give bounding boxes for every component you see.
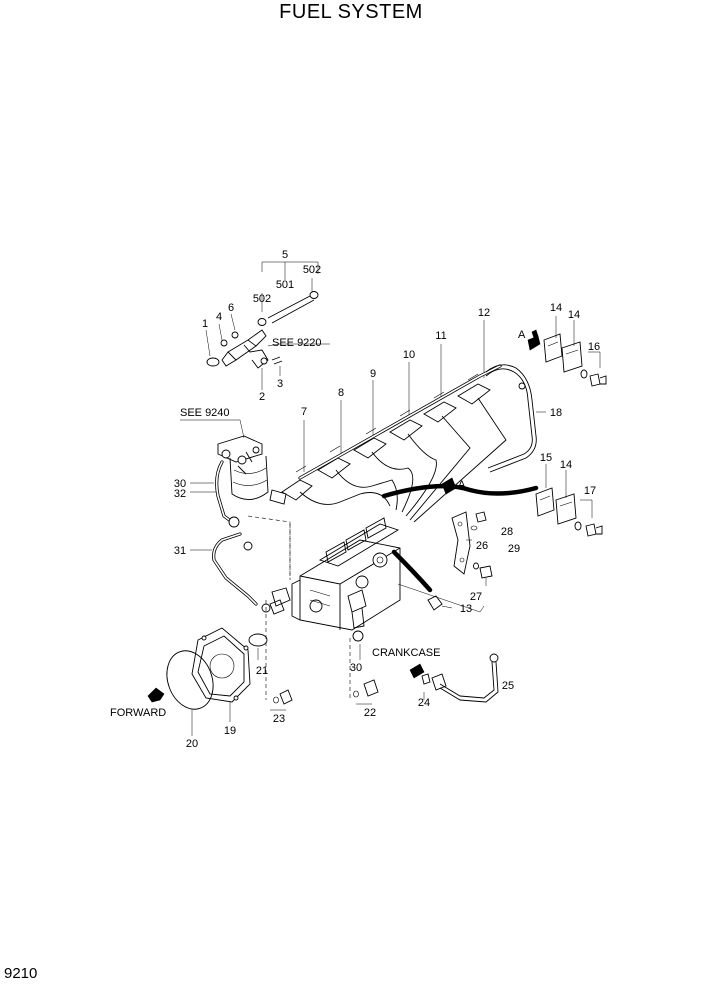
note-crankcase: CRANKCASE [372,647,440,659]
callout-26: 26 [476,540,488,552]
note-see-9220: SEE 9220 [272,337,322,349]
callout-501: 501 [276,279,294,291]
callout-14-top: 14 [550,302,562,314]
callout-28: 28 [501,526,513,538]
page-number: 9210 [4,965,38,982]
callout-29: 29 [508,543,520,555]
injector-group [205,313,330,390]
callout-15: 15 [540,452,552,464]
view-a-marker-side: A [458,479,466,491]
callout-6: 6 [228,302,234,314]
bracket-hose-group [381,477,539,593]
forward-arrow-icon [147,687,165,703]
return-line-18 [485,364,546,473]
callout-11: 11 [435,330,446,342]
view-a-marker-top: A [518,329,526,341]
injector-kit-group [257,261,319,326]
callout-502-right: 502 [303,264,321,276]
callout-3: 3 [277,378,283,390]
callout-27: 27 [470,591,482,603]
page-title: FUEL SYSTEM [279,1,423,23]
callout-32: 32 [174,488,186,500]
callout-13: 13 [460,603,472,615]
fittings-group [270,644,379,711]
callout-30-upper: 30 [174,478,186,490]
callout-22: 22 [364,707,376,719]
callout-30-lower: 30 [350,662,362,674]
callout-18: 18 [550,407,562,419]
note-forward: FORWARD [110,707,166,719]
callout-1: 1 [202,318,208,330]
callout-9: 9 [370,368,376,380]
callout-4: 4 [216,311,222,323]
callout-2: 2 [259,391,265,403]
callout-7: 7 [301,406,307,418]
cover-plate-group [166,627,268,736]
callout-25: 25 [502,680,514,692]
callout-17: 17 [584,485,596,497]
note-see-9240: SEE 9240 [180,407,230,419]
callout-8: 8 [338,387,344,399]
callout-12: 12 [478,307,490,319]
injector-row [281,320,507,523]
injection-pump-group [265,517,401,700]
callout-5: 5 [282,249,288,261]
crankcase-line-25 [409,653,499,703]
fuel-line-31-group [190,460,291,615]
callout-16: 16 [588,341,600,353]
callout-502-left: 502 [253,293,271,305]
callout-23: 23 [273,713,285,725]
fuel-filter-group [180,419,287,505]
callout-14-mid: 14 [568,309,580,321]
clamp-lower-group [535,464,603,537]
clamp-upper-group [527,316,607,387]
callout-31: 31 [174,545,186,557]
callout-20: 20 [186,738,198,750]
callout-21: 21 [256,665,268,677]
callout-10: 10 [403,349,415,361]
callout-24: 24 [418,697,430,709]
bracket-26-group [397,511,493,613]
callout-14-low: 14 [560,459,572,471]
callout-19: 19 [224,725,236,737]
